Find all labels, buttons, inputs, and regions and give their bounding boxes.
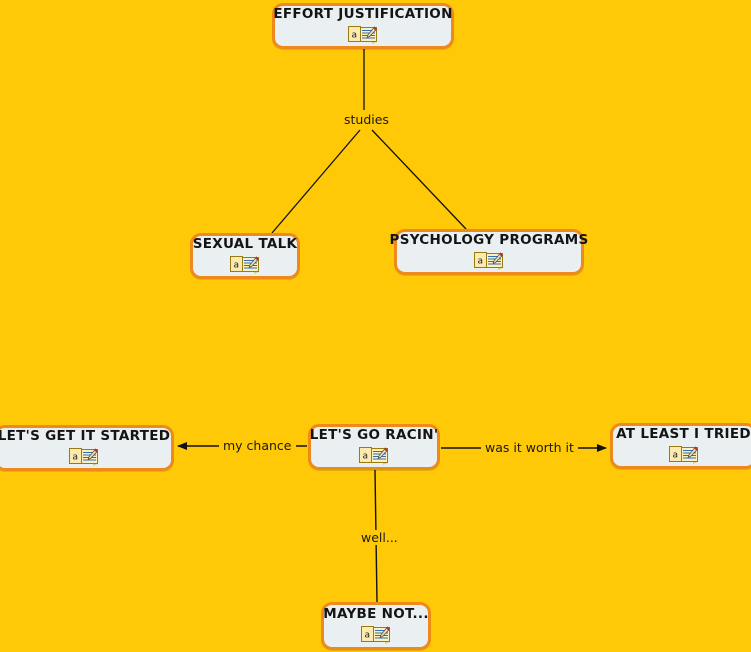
node-at-least-i-tried[interactable]: AT LEAST I TRIED a <box>610 423 751 469</box>
node-effort-justification[interactable]: EFFORT JUSTIFICATION a <box>272 3 454 49</box>
node-label: LET'S GO RACIN' <box>309 427 439 444</box>
node-maybe-not[interactable]: MAYBE NOT... a <box>321 602 431 650</box>
note-annotation-icon[interactable]: a <box>230 253 260 274</box>
edge-label-was-it-worth-it: was it worth it <box>481 440 578 455</box>
node-psychology-programs[interactable]: PSYCHOLOGY PROGRAMS a <box>390 229 588 275</box>
edge-label-studies: studies <box>340 112 393 127</box>
node-sexual-talk[interactable]: SEXUAL TALK a <box>190 233 300 279</box>
edge-studies-to-psychology-programs <box>371 129 467 230</box>
note-annotation-icon[interactable]: a <box>348 23 378 44</box>
note-annotation-icon[interactable]: a <box>359 444 389 465</box>
node-label: SEXUAL TALK <box>192 236 298 253</box>
edge-label-well: well... <box>357 530 402 545</box>
node-lets-get-it-started[interactable]: LET'S GET IT STARTED a <box>0 425 174 471</box>
node-label: AT LEAST I TRIED <box>616 426 751 443</box>
note-annotation-icon[interactable]: a <box>361 623 391 644</box>
node-label: EFFORT JUSTIFICATION <box>273 6 453 23</box>
edge-studies-to-sexual-talk <box>271 129 361 234</box>
node-label: PSYCHOLOGY PROGRAMS <box>389 232 589 249</box>
note-annotation-icon[interactable]: a <box>69 445 99 466</box>
node-lets-go-racin[interactable]: LET'S GO RACIN' a <box>308 424 440 470</box>
note-annotation-icon[interactable]: a <box>668 443 699 464</box>
edge-label-my-chance: my chance <box>219 438 296 453</box>
node-label: LET'S GET IT STARTED <box>0 428 171 445</box>
svg-text:a: a <box>365 630 371 640</box>
svg-text:a: a <box>672 450 678 460</box>
svg-text:a: a <box>234 260 240 270</box>
svg-text:a: a <box>352 30 358 40</box>
svg-text:a: a <box>363 451 369 461</box>
note-annotation-icon[interactable]: a <box>474 249 504 270</box>
node-label: MAYBE NOT... <box>323 606 429 623</box>
svg-text:a: a <box>73 452 79 462</box>
svg-text:a: a <box>478 256 484 266</box>
